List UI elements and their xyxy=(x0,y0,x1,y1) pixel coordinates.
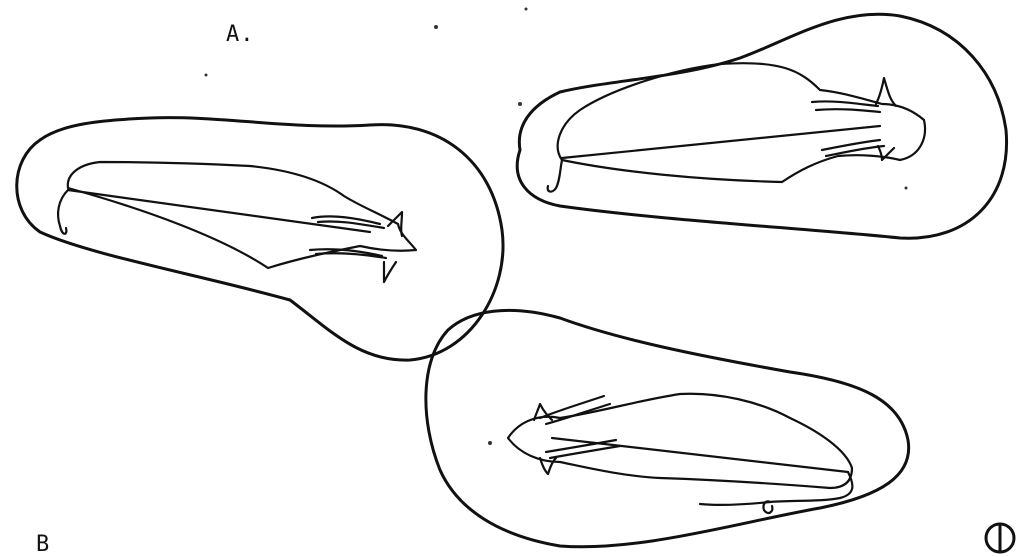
corner-circle-mark xyxy=(986,524,1014,552)
spine-line-left xyxy=(68,190,370,232)
fin-lower-left xyxy=(310,249,386,258)
spine-line-right xyxy=(562,126,880,158)
head-spike-top-right xyxy=(876,78,896,106)
speck-2 xyxy=(205,74,208,77)
speck-4 xyxy=(525,8,528,11)
head-spike-bottom-left xyxy=(384,262,396,282)
enclosure-outline-bottom xyxy=(426,310,909,546)
body-outline-bottom xyxy=(508,394,852,488)
animal-drawing-bottom xyxy=(426,310,909,546)
animal-drawing-right xyxy=(517,14,1006,238)
fin-lower-right xyxy=(822,140,884,156)
speck-1 xyxy=(434,25,438,29)
animal-drawing-left xyxy=(17,118,503,360)
speck-5 xyxy=(488,441,492,445)
fin-upper-right xyxy=(812,101,880,112)
enclosure-outline-right xyxy=(517,14,1006,238)
head-spike-top-left xyxy=(388,212,402,236)
speck-6 xyxy=(905,187,908,190)
enclosure-outline-left xyxy=(17,118,503,360)
speck-3 xyxy=(518,102,522,106)
tail-curl-right xyxy=(548,160,562,192)
body-outline-right xyxy=(558,63,925,182)
fin-lower-bottom xyxy=(546,440,620,458)
tail-curl-left xyxy=(58,190,68,234)
